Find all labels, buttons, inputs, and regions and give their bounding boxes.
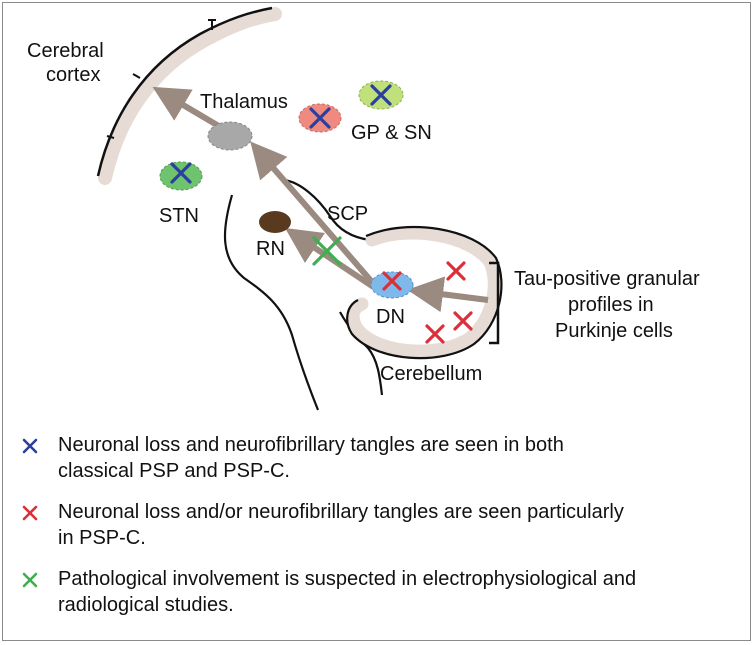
red-cross-purkinje-1 xyxy=(446,261,466,281)
label-dn: DN xyxy=(376,306,405,328)
red-cross-dn xyxy=(382,271,402,291)
label-gp-sn: GP & SN xyxy=(351,122,432,144)
label-rn: RN xyxy=(256,238,285,260)
rn-nucleus xyxy=(259,211,291,233)
red-cross-purkinje-2 xyxy=(453,311,473,331)
diagram: Cerebral cortex Thalamus GP & SN STN SCP… xyxy=(27,6,700,411)
legend-text-blue-2: classical PSP and PSP-C. xyxy=(58,460,290,482)
label-thalamus: Thalamus xyxy=(200,91,288,113)
arrow-purkinje-to-dn xyxy=(407,276,489,313)
label-purkinje-2: profiles in xyxy=(568,294,654,316)
blue-cross-stn xyxy=(170,162,192,184)
dn-nucleus xyxy=(370,271,414,299)
green-cross-scp xyxy=(312,236,342,266)
stn-nucleus xyxy=(159,161,203,191)
cerebellum-lobe xyxy=(346,226,503,360)
label-cerebellum: Cerebellum xyxy=(380,363,483,385)
label-cerebral-cortex-1: Cerebral xyxy=(27,40,104,62)
thalamus-nucleus xyxy=(207,121,253,151)
legend-item-green: Pathological involvement is suspected in… xyxy=(22,566,737,618)
blue-cross-sn xyxy=(370,84,392,106)
brain-diagram-svg xyxy=(96,6,503,411)
legend: Neuronal loss and neurofibrillary tangle… xyxy=(22,432,737,633)
label-purkinje-1: Tau-positive granular xyxy=(514,268,700,290)
cerebral-cortex xyxy=(96,6,282,185)
blue-cross-icon xyxy=(22,438,38,454)
legend-text-blue-1: Neuronal loss and neurofibrillary tangle… xyxy=(58,434,564,456)
legend-text-red-1: Neuronal loss and/or neurofibrillary tan… xyxy=(58,501,624,523)
legend-text-red-2: in PSP-C. xyxy=(58,527,146,549)
label-cerebral-cortex-2: cortex xyxy=(46,64,101,86)
label-scp: SCP xyxy=(327,203,369,225)
legend-text-green-1: Pathological involvement is suspected in… xyxy=(58,568,637,590)
red-cross-purkinje-3 xyxy=(425,324,445,344)
red-cross-icon xyxy=(22,505,38,521)
purkinje-bracket xyxy=(489,261,500,345)
label-purkinje-3: Purkinje cells xyxy=(555,320,673,342)
legend-text-green-2: radiological studies. xyxy=(58,594,234,616)
arrow-thalamus-to-cortex xyxy=(152,86,224,131)
legend-item-blue: Neuronal loss and neurofibrillary tangle… xyxy=(22,432,737,484)
legend-item-red: Neuronal loss and/or neurofibrillary tan… xyxy=(22,499,737,551)
label-stn: STN xyxy=(159,205,199,227)
cross-markers xyxy=(170,84,473,344)
green-cross-icon xyxy=(22,572,38,588)
blue-cross-gp xyxy=(309,107,331,129)
arrow-dn-to-thalamus xyxy=(250,141,375,284)
